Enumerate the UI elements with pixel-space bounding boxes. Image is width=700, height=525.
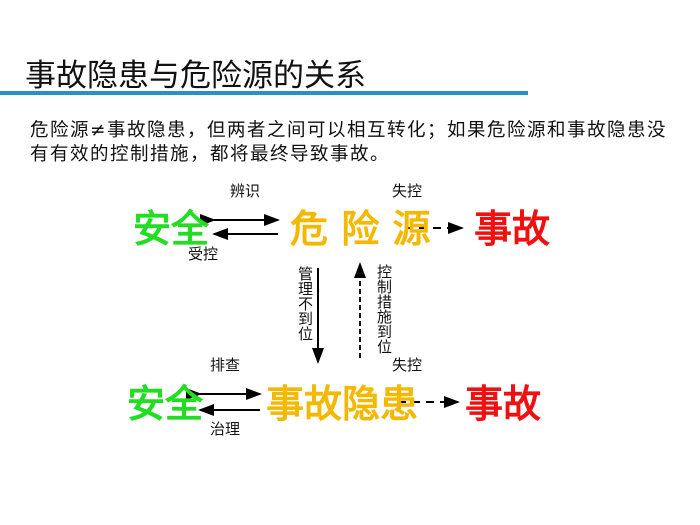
bottom-safe-label: 安全 — [127, 382, 204, 426]
management-inadequate-label: 管理不到位 — [296, 266, 314, 341]
inspect-label: 排查 — [210, 356, 241, 374]
identify-label: 辨识 — [230, 182, 261, 200]
paragraph-line-1: 危险源≠事故隐患，但两者之间可以相互转化；如果危险源和事故隐患没 — [30, 120, 668, 141]
controlled-label: 受控 — [188, 245, 219, 263]
hidden-danger-label: 事故隐患 — [266, 382, 419, 426]
top-lose-control-label: 失控 — [392, 182, 423, 200]
control-measures-label: 控制措施到位 — [375, 264, 393, 354]
page-title: 事故隐患与危险源的关系 — [25, 58, 366, 94]
top-accident-label: 事故 — [474, 207, 551, 251]
top-safe-label: 安全 — [133, 207, 210, 251]
hazard-source-label: 危 险 源 — [290, 207, 431, 251]
bottom-accident-label: 事故 — [465, 382, 542, 426]
paragraph-line-2: 有有效的控制措施，都将最终导致事故。 — [30, 144, 391, 165]
remedy-label: 治理 — [210, 420, 241, 438]
bottom-lose-control-label: 失控 — [392, 356, 423, 374]
title-underline — [0, 91, 528, 95]
